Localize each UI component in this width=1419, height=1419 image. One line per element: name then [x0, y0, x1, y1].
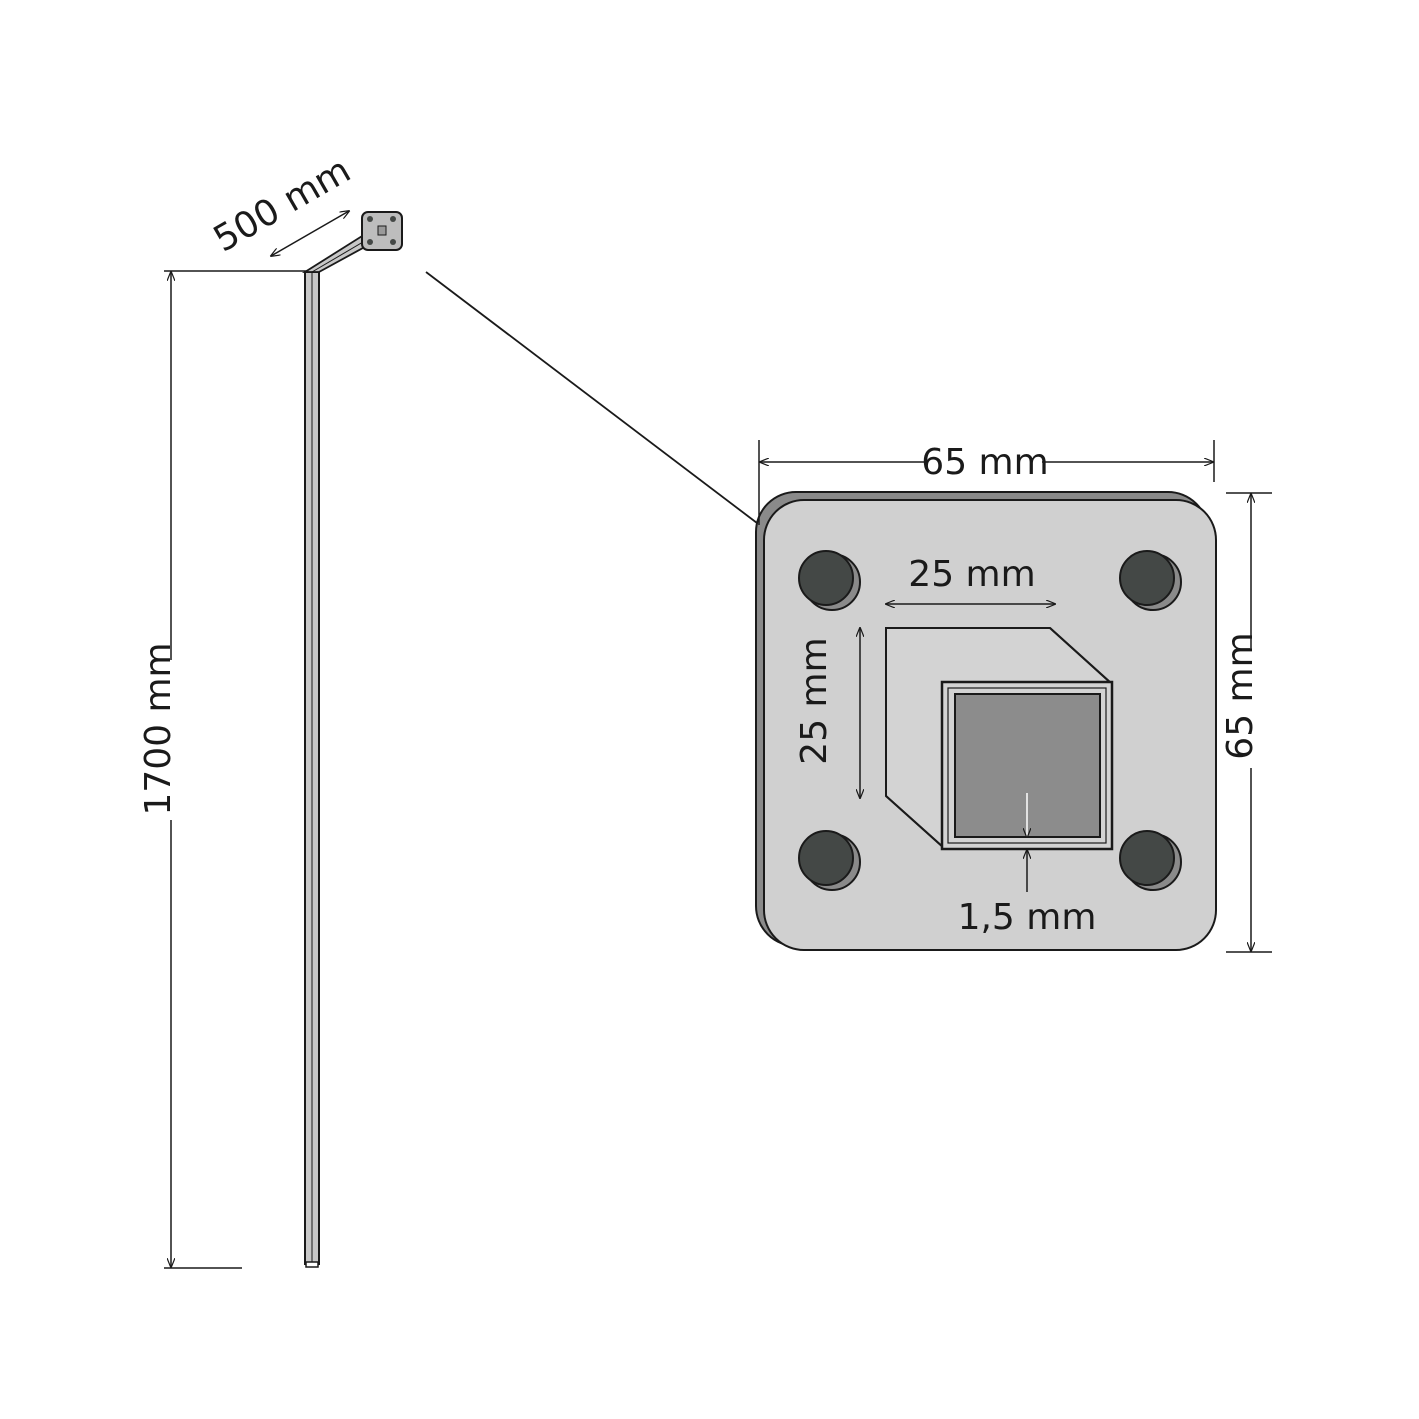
tube-height-label: 25 mm — [794, 637, 835, 764]
plate-width-label: 65 mm — [921, 442, 1048, 483]
tube-width-label: 25 mm — [908, 554, 1035, 595]
bolt-hole-bottom-right — [1119, 830, 1182, 891]
post-assembly: 500 mm 1700 mm — [138, 150, 403, 1269]
detail-leader-line — [425, 271, 758, 524]
wall-thickness-label: 1,5 mm — [958, 897, 1097, 938]
plate-height-label: 65 mm — [1220, 632, 1261, 759]
post-foot-cap — [305, 1261, 319, 1268]
plate-detail: 25 mm 25 mm 1,5 mm 65 mm 65 mm — [755, 440, 1272, 953]
post-height-label: 1700 mm — [138, 642, 179, 815]
bolt-hole-top-left — [798, 550, 861, 611]
square-tube — [885, 627, 1114, 851]
arm-length-label: 500 mm — [207, 150, 358, 261]
bolt-hole-top-right — [1119, 550, 1182, 611]
arm-length-dimension-line — [271, 211, 349, 256]
bolt-hole-bottom-left — [798, 830, 861, 891]
